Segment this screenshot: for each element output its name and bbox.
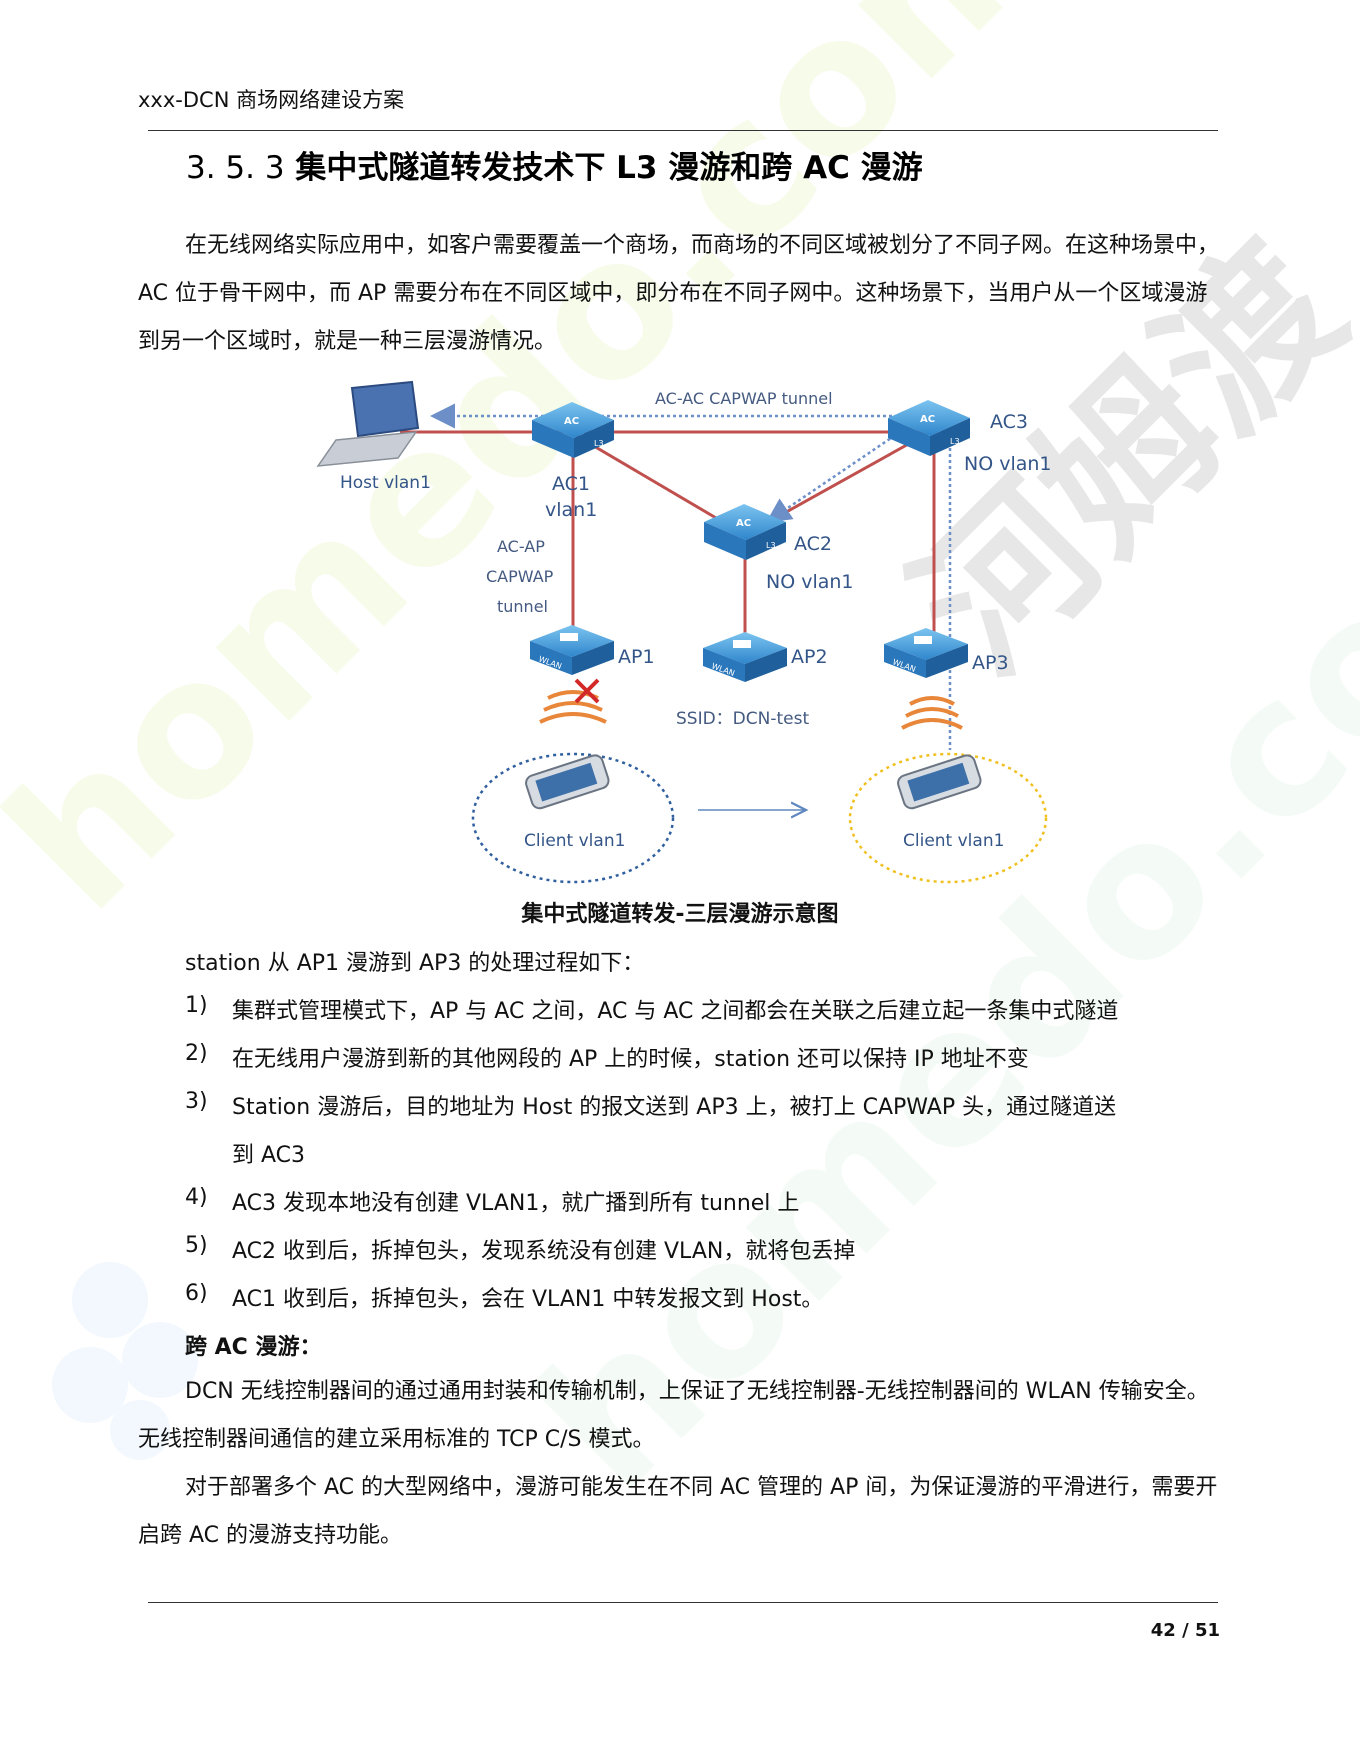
- client2-label: Client vlan1: [903, 831, 1004, 851]
- svg-text:AC: AC: [736, 518, 751, 529]
- ap3-label: AP3: [972, 652, 1009, 674]
- tunnel-label: AC-AC CAPWAP tunnel: [655, 389, 833, 408]
- ac3-device-icon: AC L3: [888, 400, 970, 456]
- footer-divider: [148, 1602, 1218, 1603]
- svg-text:AC: AC: [920, 414, 935, 425]
- ac2-vlan-label: NO vlan1: [766, 571, 854, 593]
- step-text: AC2 收到后，拆掉包头，发现系统没有创建 VLAN，就将包丢掉: [232, 1239, 856, 1264]
- step-text: Station 漫游后，目的地址为 Host 的报文送到 AP3 上，被打上 C…: [232, 1095, 1117, 1120]
- ac3-vlan-label: NO vlan1: [964, 453, 1052, 475]
- figure-caption: 集中式隧道转发-三层漫游示意图: [521, 902, 839, 927]
- svg-text:AC: AC: [564, 416, 579, 427]
- section-number: 3. 5. 3: [186, 150, 285, 186]
- intro-paragraph: 在无线网络实际应用中，如客户需要覆盖一个商场，而商场的不同区域被划分了不同子网。…: [138, 233, 1220, 354]
- step-number: 6): [185, 1281, 208, 1306]
- step-number: 4): [185, 1185, 208, 1210]
- step-number: 1): [185, 993, 208, 1018]
- ap1-signal-icon: [539, 690, 607, 724]
- cross-ac-heading: 跨 AC 漫游：: [185, 1335, 322, 1360]
- ac1-label: AC1: [552, 473, 590, 495]
- client-new-area: [848, 752, 1048, 884]
- step-text: 在无线用户漫游到新的其他网段的 AP 上的时候，station 还可以保持 IP…: [232, 1047, 1029, 1072]
- ap1-label: AP1: [618, 646, 655, 668]
- cross-ac-paragraph-2: 对于部署多个 AC 的大型网络中，漫游可能发生在不同 AC 管理的 AP 间，为…: [138, 1475, 1218, 1548]
- host-laptop-icon: [316, 380, 420, 467]
- document-header: xxx-DCN 商场网络建设方案: [138, 88, 405, 112]
- page-number: 42 / 51: [1150, 1620, 1220, 1641]
- ac2-label: AC2: [794, 533, 832, 555]
- step-text: AC3 发现本地没有创建 VLAN1，就广播到所有 tunnel 上: [232, 1191, 800, 1216]
- step-number: 5): [185, 1233, 208, 1258]
- ac1-vlan-label: vlan1: [545, 499, 597, 521]
- ap3-device-icon: WLAN: [884, 628, 968, 678]
- capwap-tunnels: [430, 403, 952, 750]
- section-heading: 3. 5. 3 集中式隧道转发技术下 L3 漫游和跨 AC 漫游: [186, 142, 923, 187]
- step-text-continued: 到 AC3: [232, 1143, 306, 1168]
- step-text: AC1 收到后，拆掉包头，会在 VLAN1 中转发报文到 Host。: [232, 1287, 824, 1312]
- client-old-area: [471, 752, 675, 884]
- ac3-label: AC3: [990, 411, 1028, 433]
- step-number: 2): [185, 1041, 208, 1066]
- acap-label-3: tunnel: [497, 597, 548, 616]
- header-divider: [148, 130, 1218, 131]
- client-phone-icon: [525, 754, 610, 810]
- steps-intro: station 从 AP1 漫游到 AP3 的处理过程如下：: [185, 951, 645, 976]
- ap2-device-icon: WLAN: [703, 632, 787, 682]
- svg-text:L3: L3: [594, 439, 604, 448]
- svg-text:L3: L3: [950, 437, 960, 446]
- step-number: 3): [185, 1089, 208, 1114]
- ap2-label: AP2: [791, 646, 828, 668]
- roaming-diagram: Host vlan1 AC-AC CAPWAP tunnel AC L3 AC …: [316, 380, 1052, 884]
- ac1-device-icon: AC L3: [532, 402, 614, 458]
- ap1-device-icon: WLAN: [530, 625, 614, 675]
- acap-label-1: AC-AP: [497, 537, 545, 556]
- client1-label: Client vlan1: [524, 831, 625, 851]
- step-text: 集群式管理模式下，AP 与 AC 之间，AC 与 AC 之间都会在关联之后建立起…: [232, 999, 1119, 1024]
- cross-ac-paragraph-1: DCN 无线控制器间的通过通用封装和传输机制，上保证了无线控制器-无线控制器间的…: [138, 1379, 1209, 1452]
- ac2-device-icon: AC L3: [704, 504, 786, 560]
- acap-label-2: CAPWAP: [486, 567, 554, 586]
- client-phone-icon: [897, 754, 982, 810]
- ap3-signal-icon: [901, 696, 963, 730]
- host-label: Host vlan1: [340, 473, 431, 493]
- signal-blocked-icon: [574, 678, 600, 704]
- svg-text:L3: L3: [766, 541, 776, 550]
- ssid-label: SSID：DCN-test: [676, 709, 809, 729]
- section-title: 集中式隧道转发技术下 L3 漫游和跨 AC 漫游: [295, 150, 923, 186]
